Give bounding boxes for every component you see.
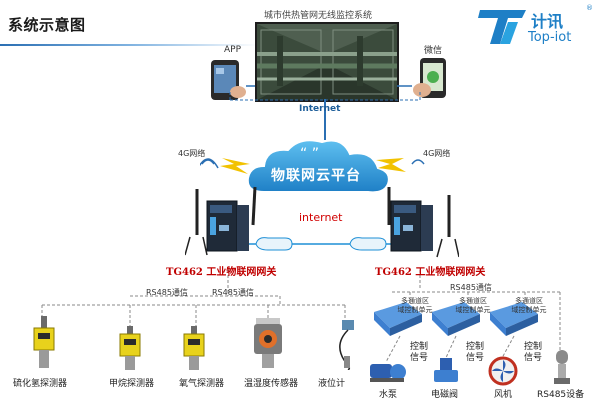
rs485-label-left-2: RS485通信	[212, 288, 254, 297]
cloud-platform-label: 物联网云平台	[271, 168, 361, 184]
rs485-device-icon	[554, 350, 570, 384]
sensor-label-oxygen: 氧气探测器	[179, 379, 225, 389]
pipe-gallery-view-icon	[257, 24, 397, 100]
oxygen-detector-icon	[183, 326, 205, 370]
h2s-detector-icon	[33, 316, 55, 368]
sensor-label-h2s: 硫化氢探测器	[13, 379, 68, 389]
zone-control-unit-icon-2	[432, 302, 480, 336]
4g-network-label-left: 4G网络	[178, 149, 206, 158]
level-gauge-icon	[339, 320, 354, 370]
wechat-label: 微信	[424, 46, 443, 56]
actuator-label-valve: 电磁阀	[431, 390, 459, 400]
control-signal-label-1: 控制 信号	[410, 342, 429, 363]
top-iot-logo-icon	[478, 10, 526, 44]
app-phone-icon	[211, 60, 246, 100]
internet-label-top: Internet	[299, 104, 341, 114]
control-signal-label-2: 控制 信号	[466, 342, 485, 363]
registered-mark: ®	[586, 4, 593, 12]
monitor-screen	[255, 22, 399, 102]
cloud-quotes: “ ”	[300, 146, 319, 162]
page-title: 系统示意图	[8, 16, 86, 34]
cloud-icon	[246, 139, 390, 194]
zone-unit-label-2: 多通道区 域控制单元	[455, 297, 491, 314]
sensor-label-level: 液位计	[318, 379, 346, 389]
gateway-right-icon	[387, 187, 459, 258]
sensor-label-methane: 甲烷探测器	[109, 379, 155, 389]
zone-control-unit-icon-3	[490, 302, 538, 336]
internet-label-mid: internet	[299, 211, 343, 224]
sensor-label-temp-humidity: 温湿度传感器	[244, 379, 299, 389]
4g-network-label-right: 4G网络	[423, 149, 451, 158]
gateway-right-label: TG462 工业物联网网关	[375, 267, 486, 278]
zone-control-unit-icon-1	[374, 302, 422, 336]
temp-humidity-sensor-icon	[254, 318, 282, 368]
rs485-label-right: RS485通信	[450, 283, 492, 292]
logo-name-en: Top-iot	[528, 30, 572, 45]
wechat-phone-icon	[413, 58, 446, 98]
zone-unit-label-1: 多通道区 域控制单元	[397, 297, 433, 314]
wireless-signal-icon-right	[376, 158, 425, 172]
actuator-label-pump: 水泵	[379, 390, 398, 400]
water-pump-icon	[370, 364, 406, 382]
control-signal-label-3: 控制 信号	[524, 342, 543, 363]
gateway-left-icon	[185, 186, 257, 256]
actuator-label-rs485-device: RS485设备	[537, 390, 585, 400]
zone-unit-label-3: 多通道区 域控制单元	[511, 297, 547, 314]
wireless-signal-icon-left	[200, 158, 250, 174]
rs485-label-left-1: RS485通信	[146, 288, 188, 297]
gateway-left-label: TG462 工业物联网网关	[166, 267, 277, 278]
actuator-label-fan: 风机	[494, 390, 513, 400]
title-underline	[0, 44, 258, 46]
monitor-title: 城市供热管网无线监控系统	[264, 11, 373, 21]
fan-icon	[488, 356, 518, 386]
methane-detector-icon	[119, 326, 141, 370]
solenoid-valve-icon	[434, 358, 458, 382]
app-label: APP	[224, 45, 242, 55]
logo-name-cn: 计讯	[531, 12, 564, 31]
